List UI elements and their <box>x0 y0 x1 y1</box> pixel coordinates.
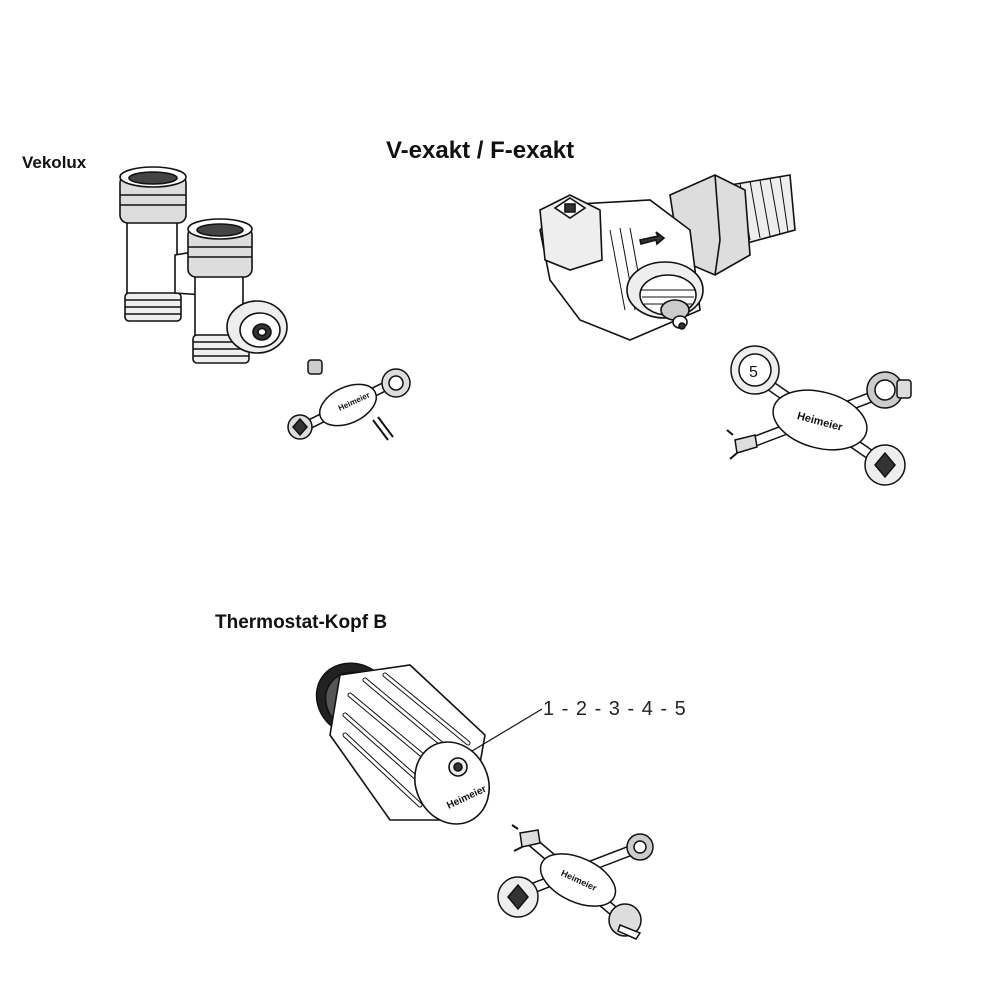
scale-leader-line <box>470 705 550 755</box>
vekolux-valve-drawing <box>105 165 295 375</box>
vekolux-label: Vekolux <box>22 153 87 172</box>
vekolux-adjustment-key: Heimeier <box>278 355 418 455</box>
thermostat-kopf-b-label: Thermostat-Kopf B <box>215 612 388 633</box>
svg-text:5: 5 <box>749 364 758 381</box>
setting-scale-label: 1 - 2 - 3 - 4 - 5 <box>543 698 687 720</box>
v-exakt-valve-drawing <box>540 170 800 350</box>
v-exakt-adjustment-key: 5 Heimeier <box>725 335 920 490</box>
thermostat-adjustment-key: Heimeier <box>490 825 660 940</box>
v-exakt-f-exakt-title: V-exakt / F-exakt <box>386 137 575 164</box>
thermostat-head-drawing: Heimeier <box>310 655 495 835</box>
